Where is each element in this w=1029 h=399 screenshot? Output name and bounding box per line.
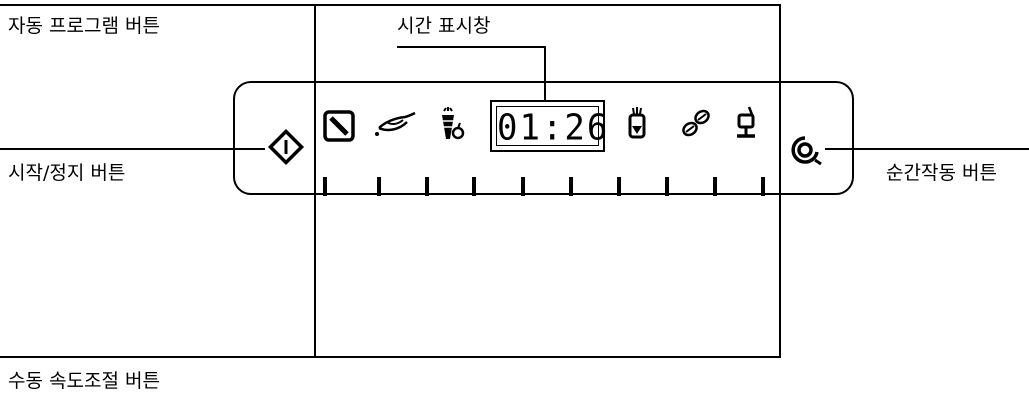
speed-tick-2[interactable] xyxy=(377,177,381,196)
time-display: 01:26 xyxy=(490,100,610,152)
blender-jar-icon[interactable] xyxy=(627,106,647,140)
control-panel xyxy=(233,81,854,195)
pulse-swirl-icon[interactable] xyxy=(787,130,825,168)
auto-program-leader-right xyxy=(779,4,781,356)
time-display-leader-v xyxy=(544,46,546,100)
time-display-label: 시간 표시창 xyxy=(397,15,491,37)
coffee-beans-icon[interactable] xyxy=(680,108,714,138)
speed-tick-9[interactable] xyxy=(713,177,717,196)
start-stop-label: 시작/정지 버튼 xyxy=(8,162,126,184)
time-display-leader-h xyxy=(397,46,545,48)
carrot-vegetable-icon[interactable] xyxy=(436,107,466,141)
auto-program-leader-left xyxy=(314,4,316,356)
manual-speed-label: 수동 속도조절 버튼 xyxy=(8,370,160,392)
slashed-square-icon[interactable] xyxy=(322,109,356,143)
auto-program-leader-top xyxy=(0,4,780,6)
speed-tick-4[interactable] xyxy=(472,177,476,196)
speed-tick-8[interactable] xyxy=(665,177,669,196)
speed-tick-1[interactable] xyxy=(323,177,327,196)
speed-tick-10[interactable] xyxy=(761,177,765,196)
speed-tick-7[interactable] xyxy=(617,177,621,196)
start-stop-leader xyxy=(0,148,265,150)
pulse-label: 순간작동 버튼 xyxy=(886,162,997,184)
time-display-digits: 01:26 xyxy=(497,107,610,149)
speed-tick-6[interactable] xyxy=(569,177,573,196)
diamond-power-icon[interactable] xyxy=(267,128,307,168)
pulse-leader xyxy=(825,148,1029,150)
manual-speed-leader-bottom xyxy=(0,356,781,358)
speed-tick-3[interactable] xyxy=(425,177,429,196)
auto-program-label: 자동 프로그램 버튼 xyxy=(8,15,160,37)
gravy-boat-icon[interactable] xyxy=(373,108,417,140)
speed-tick-5[interactable] xyxy=(521,177,525,196)
cocktail-glass-icon[interactable] xyxy=(733,105,761,141)
time-display-frame: 01:26 xyxy=(496,106,610,149)
